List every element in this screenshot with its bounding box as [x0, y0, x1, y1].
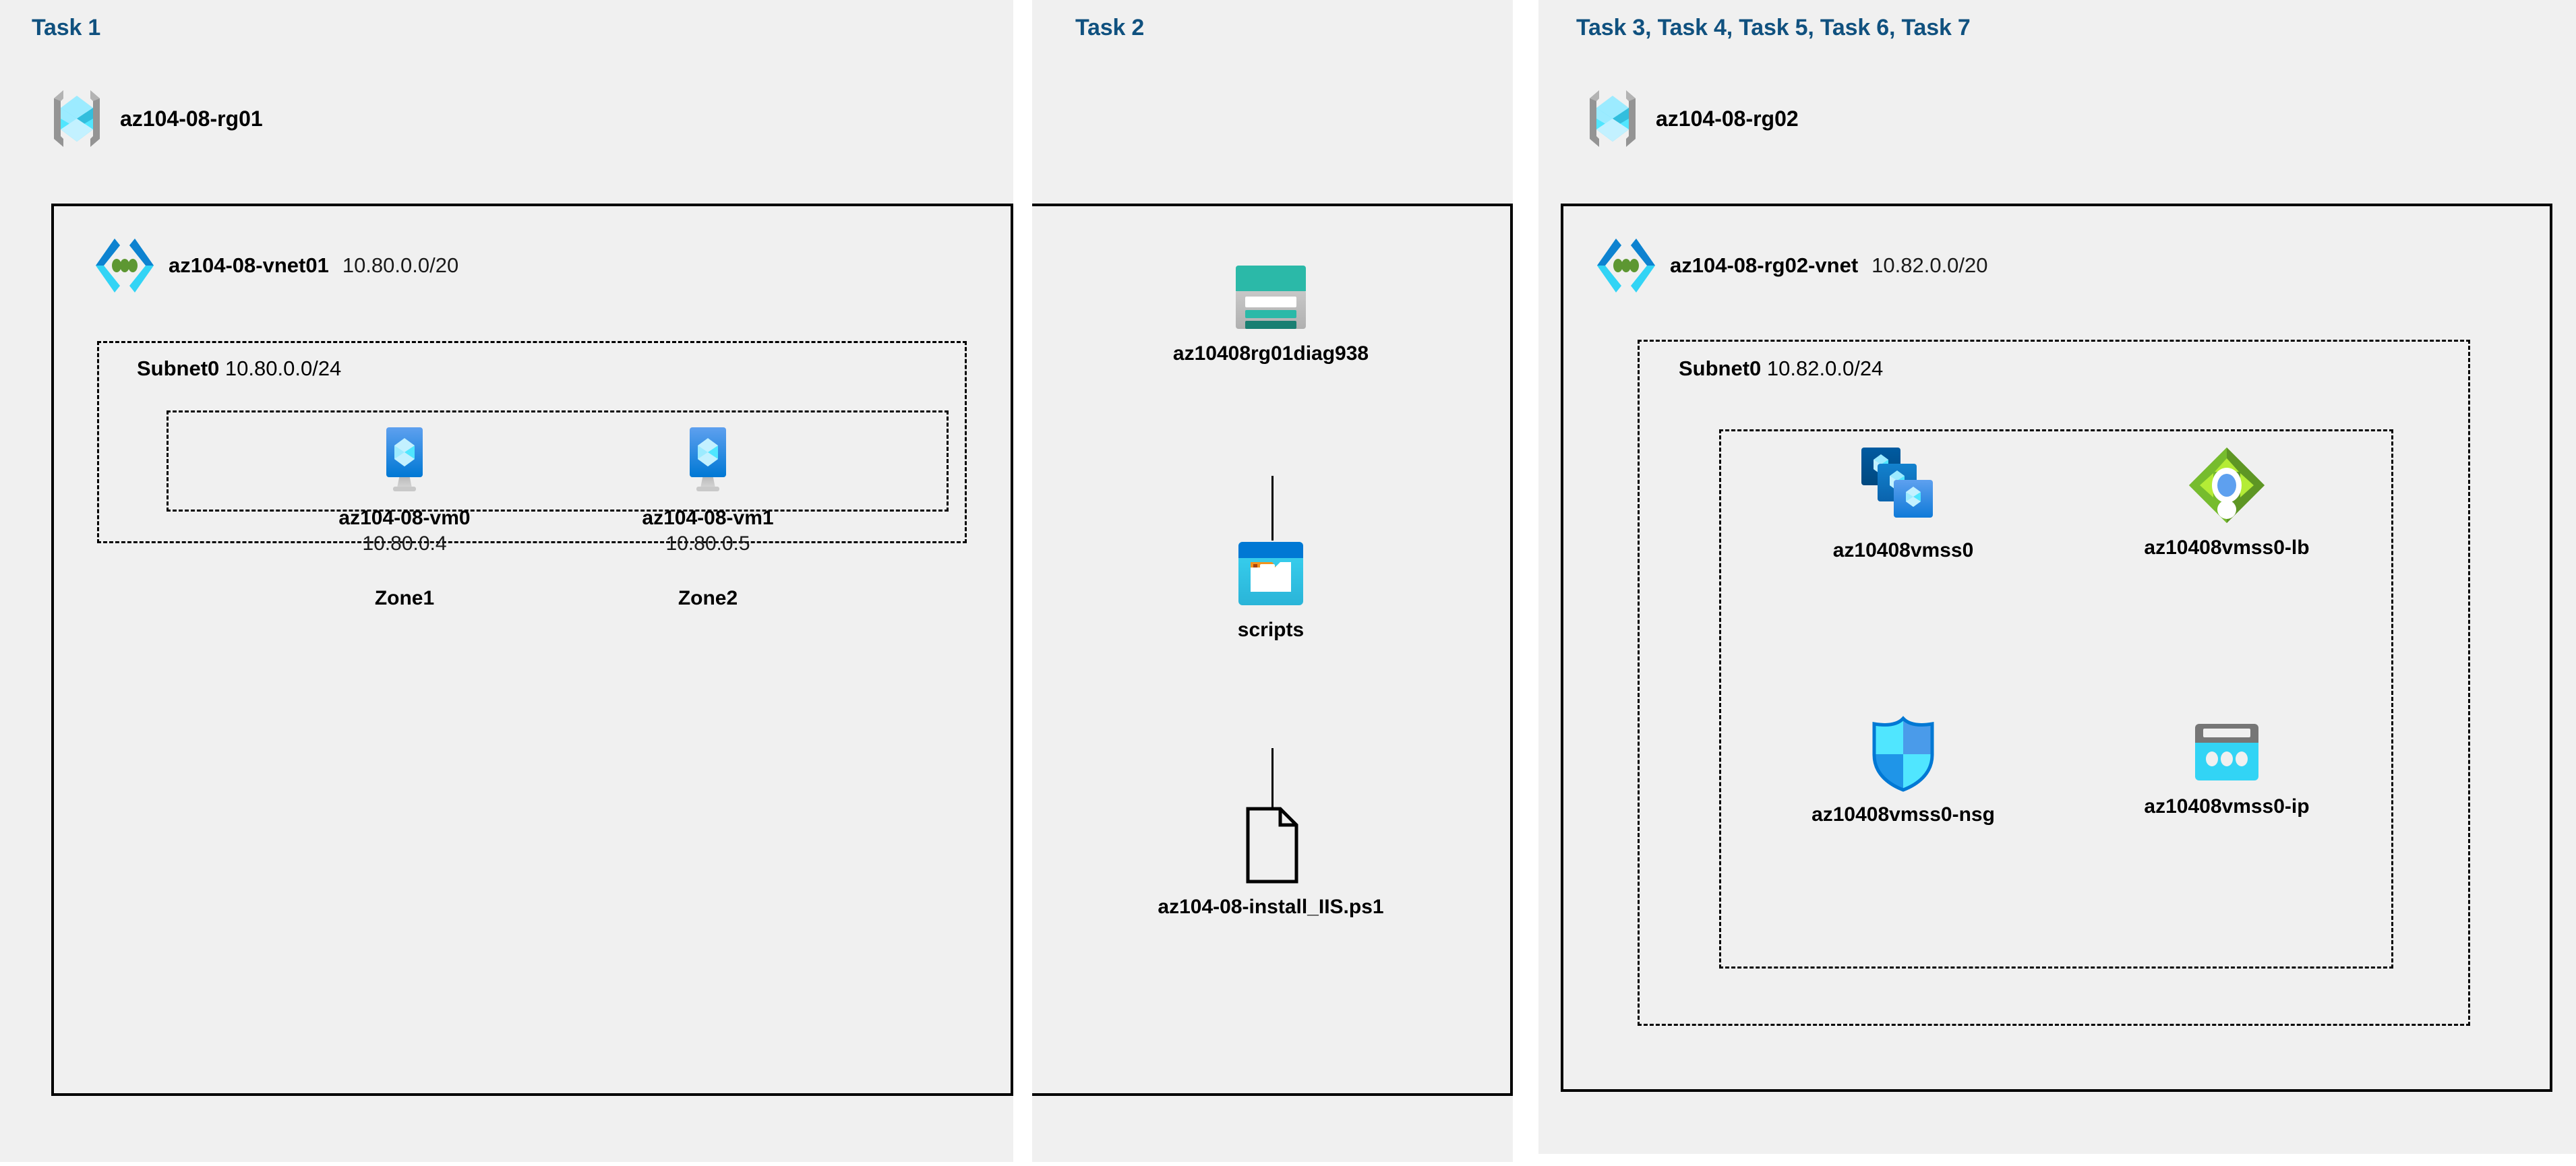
- vm1-zone: Zone2: [678, 586, 738, 609]
- vm0-zone: Zone1: [374, 586, 435, 609]
- blob-container-name: scripts: [1237, 619, 1305, 641]
- storage-account-icon: [1230, 263, 1311, 332]
- vnet01-name: az104-08-vnet01: [169, 253, 329, 277]
- resource-group-rg01-name: az104-08-rg01: [120, 106, 263, 131]
- subnet0-rg02vnet-cidr: 10.82.0.0/24: [1766, 357, 1884, 380]
- vmss0-node: az10408vmss0: [1762, 445, 2045, 563]
- vm0-node: az104-08-vm0 10.80.0.4 Zone1: [283, 425, 526, 610]
- vnet01-cidr: 10.80.0.0/20: [342, 253, 459, 277]
- resource-group-icon: [49, 86, 105, 151]
- subnet0-vnet01-box: Subnet0 10.80.0.0/24: [97, 341, 967, 609]
- vmss0-name: az10408vmss0: [1832, 539, 1974, 561]
- storage-account-name: az10408rg01diag938: [1172, 342, 1369, 365]
- vm-scale-set-icon: [1859, 445, 1948, 528]
- blob-container-node: scripts: [1082, 539, 1460, 643]
- resource-group-icon: [1584, 86, 1641, 151]
- script-file-name: az104-08-install_IIS.ps1: [1158, 896, 1384, 918]
- resource-group-rg02-name: az104-08-rg02: [1656, 106, 1799, 131]
- container-to-file-connector: [1271, 748, 1274, 809]
- task-3-to-7-label: Task 3, Task 4, Task 5, Task 6, Task 7: [1576, 15, 1971, 40]
- script-file-node: az104-08-install_IIS.ps1: [1038, 805, 1503, 920]
- subnet0-vnet01-title: Subnet0 10.80.0.0/24: [137, 357, 341, 381]
- vm1-node: az104-08-vm1 10.80.0.5 Zone2: [587, 425, 829, 610]
- subnet0-rg02vnet-box: Subnet0 10.82.0.0/24: [1638, 340, 2470, 1026]
- vmss0-nsg-name: az10408vmss0-nsg: [1811, 803, 1995, 826]
- rg02-vnet-box: az104-08-rg02-vnet 10.82.0.0/20 Subnet0 …: [1561, 204, 2552, 1092]
- subnet0-rg02vnet-name: Subnet0: [1679, 357, 1762, 380]
- vm1-ip: 10.80.0.5: [665, 532, 750, 555]
- vm1-name: az104-08-vm1: [642, 507, 774, 529]
- resource-group-rg01-header: az104-08-rg01: [49, 86, 263, 151]
- scale-set-resources-box: az10408vmss0: [1719, 429, 2393, 969]
- virtual-network-icon: [94, 235, 155, 297]
- vmss0-ip-name: az10408vmss0-ip: [2144, 795, 2310, 818]
- subnet0-vnet01-name: Subnet0: [137, 357, 220, 380]
- vm0-ip: 10.80.0.4: [362, 532, 447, 555]
- resource-group-rg02-header: az104-08-rg02: [1584, 86, 1799, 151]
- virtual-network-icon: [1596, 235, 1656, 297]
- vmss0-lb-node: az10408vmss0-lb: [2085, 445, 2368, 561]
- rg02-vnet-cidr: 10.82.0.0/20: [1871, 253, 1988, 277]
- rg02-vnet-header: az104-08-rg02-vnet 10.82.0.0/20: [1596, 235, 1988, 297]
- load-balancer-icon: [2186, 445, 2267, 526]
- storage-account-node: az10408rg01diag938: [1082, 263, 1460, 367]
- subnet0-rg02vnet-title: Subnet0 10.82.0.0/24: [1679, 357, 1883, 381]
- vnet01-box: az104-08-vnet01 10.80.0.0/20 Subnet0 10.…: [51, 204, 1013, 1096]
- rg02-vnet-name: az104-08-rg02-vnet: [1670, 253, 1859, 277]
- vnet01-header: az104-08-vnet01 10.80.0.0/20: [94, 235, 458, 297]
- vmss0-ip-node: az10408vmss0-ip: [2085, 721, 2368, 820]
- task-2-label: Task 2: [1075, 15, 1145, 40]
- availability-zones-box: az104-08-vm0 10.80.0.4 Zone1: [167, 410, 949, 609]
- public-ip-address-icon: [2191, 721, 2263, 785]
- task-1-label: Task 1: [32, 15, 101, 40]
- vmss0-lb-name: az10408vmss0-lb: [2144, 536, 2310, 559]
- network-security-group-icon: [1867, 714, 1939, 793]
- vmss0-nsg-node: az10408vmss0-nsg: [1762, 714, 2045, 828]
- vm0-name: az104-08-vm0: [338, 507, 471, 529]
- subnet0-vnet01-cidr: 10.80.0.0/24: [224, 357, 342, 380]
- file-icon: [1238, 805, 1303, 885]
- task-2-box: [1032, 204, 1513, 1096]
- storage-to-container-connector: [1271, 476, 1274, 541]
- virtual-machine-icon: [370, 425, 439, 496]
- virtual-machine-icon: [673, 425, 742, 496]
- blob-container-icon: [1236, 539, 1306, 608]
